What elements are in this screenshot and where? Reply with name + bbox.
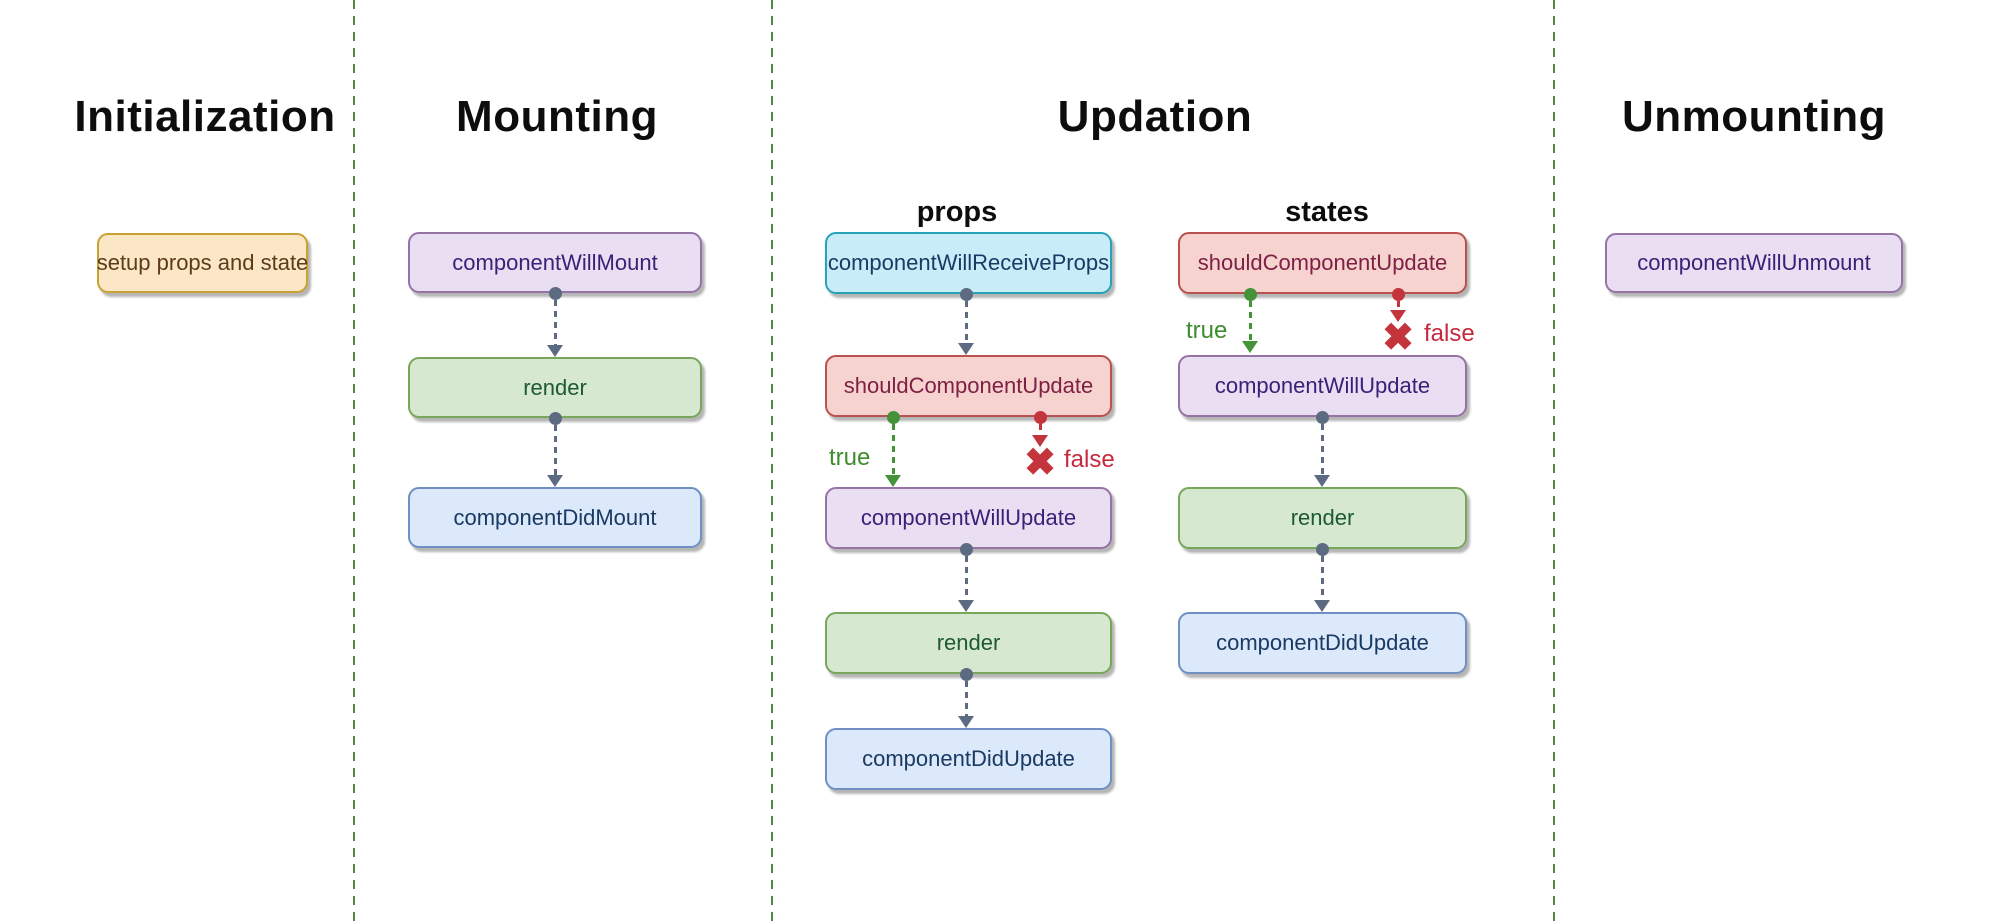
node-render-updation-states: render	[1178, 487, 1467, 549]
section-title-mounting: Mounting	[456, 92, 658, 141]
edge-label-false: false	[1424, 320, 1475, 347]
false-cross-icon: ✖	[1024, 442, 1056, 484]
edge-flow-1-start-dot	[548, 411, 562, 425]
edge-flow-2-start-dot	[959, 287, 973, 301]
edge-false-8-dashed-line	[1396, 301, 1400, 310]
edge-flow-1-arrowhead-icon	[547, 475, 563, 487]
edge-false-4-arrowhead-icon	[1032, 435, 1048, 447]
edge-flow-6-start-dot	[959, 667, 973, 681]
edge-true-7-dashed-line	[1248, 301, 1252, 341]
edge-flow-1-dashed-line	[553, 425, 557, 475]
node-component-will-receive-props-updation-props: componentWillReceiveProps	[825, 232, 1112, 294]
edge-flow-10-start-dot	[1315, 542, 1329, 556]
node-component-will-update-updation-props: componentWillUpdate	[825, 487, 1112, 549]
node-component-did-update-updation-props: componentDidUpdate	[825, 728, 1112, 790]
edge-flow-0-dashed-line	[553, 300, 557, 345]
edge-true-3-start-dot	[886, 410, 900, 424]
node-setup-props-and-state-initialization: setup props and state	[97, 233, 308, 293]
edge-flow-9-start-dot	[1315, 410, 1329, 424]
node-should-component-update-updation-props: shouldComponentUpdate	[825, 355, 1112, 417]
section-title-updation: Updation	[1057, 92, 1253, 141]
edge-true-3-arrowhead-icon	[885, 475, 901, 487]
edge-flow-5-dashed-line	[964, 556, 968, 600]
subheader-states: states	[1285, 196, 1369, 228]
edge-true-3-dashed-line	[891, 424, 895, 475]
node-component-will-mount-mounting: componentWillMount	[408, 232, 702, 293]
edge-flow-0-start-dot	[548, 286, 562, 300]
edge-flow-10-dashed-line	[1320, 556, 1324, 600]
edge-label-false: false	[1064, 446, 1115, 473]
node-component-did-mount-mounting: componentDidMount	[408, 487, 702, 548]
node-component-will-unmount-unmounting: componentWillUnmount	[1605, 233, 1903, 293]
edge-flow-5-start-dot	[959, 542, 973, 556]
subheader-props: props	[916, 196, 998, 228]
edge-label-true: true	[829, 444, 871, 471]
node-component-did-update-updation-states: componentDidUpdate	[1178, 612, 1467, 674]
edge-flow-0-arrowhead-icon	[547, 345, 563, 357]
edge-true-7-start-dot	[1243, 287, 1257, 301]
section-separator-2	[771, 0, 773, 924]
edge-false-4-dashed-line	[1038, 424, 1042, 435]
node-component-will-update-updation-states: componentWillUpdate	[1178, 355, 1467, 417]
edge-flow-9-arrowhead-icon	[1314, 475, 1330, 487]
section-separator-3	[1553, 0, 1555, 924]
edge-true-7-arrowhead-icon	[1242, 341, 1258, 353]
edge-flow-9-dashed-line	[1320, 424, 1324, 475]
edge-flow-2-arrowhead-icon	[958, 343, 974, 355]
section-separator-1	[353, 0, 355, 924]
node-render-mounting: render	[408, 357, 702, 418]
edge-flow-6-dashed-line	[964, 681, 968, 716]
edge-flow-10-arrowhead-icon	[1314, 600, 1330, 612]
edge-false-8-arrowhead-icon	[1390, 310, 1406, 322]
node-render-updation-props: render	[825, 612, 1112, 674]
section-title-unmounting: Unmounting	[1621, 92, 1887, 141]
edge-false-4-start-dot	[1033, 410, 1047, 424]
edge-label-true: true	[1186, 317, 1228, 344]
false-cross-icon: ✖	[1382, 317, 1414, 359]
edge-false-8-start-dot	[1391, 287, 1405, 301]
edge-flow-2-dashed-line	[964, 301, 968, 343]
edge-flow-6-arrowhead-icon	[958, 716, 974, 728]
edge-flow-5-arrowhead-icon	[958, 600, 974, 612]
node-should-component-update-updation-states: shouldComponentUpdate	[1178, 232, 1467, 294]
section-title-initialization: Initialization	[74, 92, 336, 141]
